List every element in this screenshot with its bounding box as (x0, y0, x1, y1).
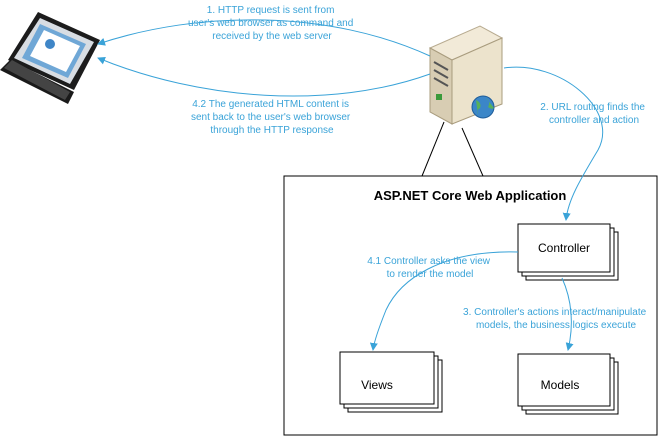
label-step41: 4.1 Controller asks the view to render t… (367, 256, 493, 280)
arrow-step42 (97, 56, 431, 97)
label-step42-line2: sent back to the user's web browser (191, 112, 351, 123)
models-node: Models (517, 353, 619, 415)
label-step42-line3: through the HTTP response (210, 125, 334, 136)
label-step41-line1: 4.1 Controller asks the view (367, 256, 491, 267)
arrow-step3 (561, 277, 574, 351)
label-step1-line3: received by the web server (212, 31, 332, 42)
label-step42-line1: 4.2 The generated HTML content is (192, 99, 349, 110)
label-step1: 1. HTTP request is sent from user's web … (188, 5, 356, 42)
controller-node: Controller (517, 223, 619, 281)
laptop-icon (0, 12, 100, 104)
arrow-step1 (97, 19, 431, 57)
label-step2: 2. URL routing finds the controller and … (540, 102, 647, 126)
label-step3: 3. Controller's actions interact/manipul… (463, 307, 649, 331)
arrow-step2 (503, 66, 604, 221)
controller-label: Controller (538, 241, 590, 255)
server-link-right (461, 127, 484, 177)
app-container-title: ASP.NET Core Web Application (374, 188, 567, 203)
label-step2-line2: controller and action (549, 115, 639, 126)
views-label: Views (361, 378, 393, 392)
label-step3-line2: models, the business logics execute (476, 320, 637, 331)
arrow-step41 (369, 251, 519, 351)
views-node: Views (339, 351, 443, 413)
label-step41-line2: to render the model (387, 269, 474, 280)
globe-icon (471, 95, 495, 119)
label-step1-line2: user's web browser as command and (188, 18, 353, 29)
label-step3-line1: 3. Controller's actions interact/manipul… (463, 307, 647, 318)
models-label: Models (541, 378, 580, 392)
label-step42: 4.2 The generated HTML content is sent b… (191, 99, 353, 136)
server-link-left (421, 121, 445, 177)
label-step1-line1: 1. HTTP request is sent from (207, 5, 335, 16)
label-step2-line1: 2. URL routing finds the (540, 102, 645, 113)
